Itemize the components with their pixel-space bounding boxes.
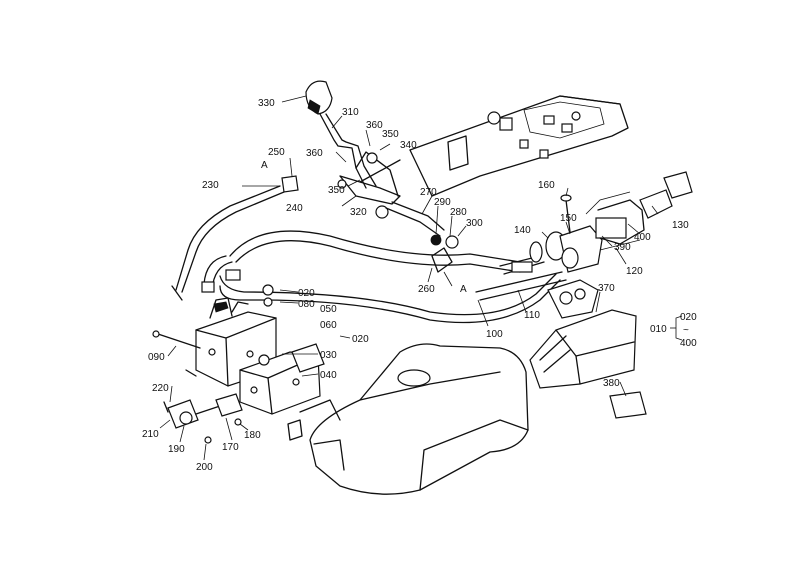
label-370: 370: [598, 283, 615, 294]
label-020: 020: [298, 288, 315, 299]
label-330: 330: [258, 98, 275, 109]
label-tilde: ~: [683, 325, 689, 336]
leader-lines: [159, 95, 683, 461]
control-valve: [152, 284, 325, 415]
label-320: 320: [350, 207, 367, 218]
label-280: 280: [450, 207, 467, 218]
tractor-body: [287, 343, 529, 495]
part-labels: 330 310 360 350 340 360 350 320 250 A 23…: [142, 98, 697, 473]
label-240: 240: [286, 203, 303, 214]
label-170: 170: [222, 442, 239, 453]
label-020: 020: [680, 312, 697, 323]
label-030: 030: [320, 350, 337, 361]
label-180: 180: [244, 430, 261, 441]
label-140: 140: [514, 225, 531, 236]
hydraulic-hoses: [201, 230, 561, 324]
label-220: 220: [152, 383, 169, 394]
label-010: 010: [650, 324, 667, 335]
label-200: 200: [196, 462, 213, 473]
label-400: 400: [680, 338, 697, 349]
cable-230: [171, 175, 299, 301]
label-160: 160: [538, 180, 555, 191]
lower-fittings: [163, 393, 243, 444]
label-390: 390: [614, 242, 631, 253]
label-A: A: [460, 284, 467, 295]
label-400: 400: [634, 232, 651, 243]
control-lever: [305, 80, 459, 273]
cover-370: [529, 309, 637, 389]
label-040: 040: [320, 370, 337, 381]
label-340: 340: [400, 140, 417, 151]
label-110: 110: [524, 310, 540, 321]
floor-panel: [409, 95, 629, 197]
label-120: 120: [626, 266, 643, 277]
label-020: 020: [352, 334, 369, 345]
label-080: 080: [298, 299, 315, 310]
label-050: 050: [320, 304, 337, 315]
label-300: 300: [466, 218, 483, 229]
label-130: 130: [672, 220, 689, 231]
label-100: 100: [486, 329, 503, 340]
relief-valve: [529, 171, 693, 319]
label-350: 350: [328, 185, 345, 196]
label-060: 060: [320, 320, 337, 331]
label-310: 310: [342, 107, 359, 118]
label-380: 380: [603, 378, 620, 389]
label-090: 090: [148, 352, 165, 363]
label-210: 210: [142, 429, 159, 440]
label-290: 290: [434, 197, 451, 208]
label-230: 230: [202, 180, 219, 191]
label-250: 250: [268, 147, 285, 158]
label-190: 190: [168, 444, 185, 455]
label-260: 260: [418, 284, 435, 295]
label-360: 360: [306, 148, 323, 159]
label-350: 350: [382, 129, 399, 140]
label-270: 270: [420, 187, 437, 198]
label-360: 360: [366, 120, 383, 131]
sticker-380: [609, 391, 647, 419]
label-150: 150: [560, 213, 577, 224]
label-A: A: [261, 160, 268, 171]
